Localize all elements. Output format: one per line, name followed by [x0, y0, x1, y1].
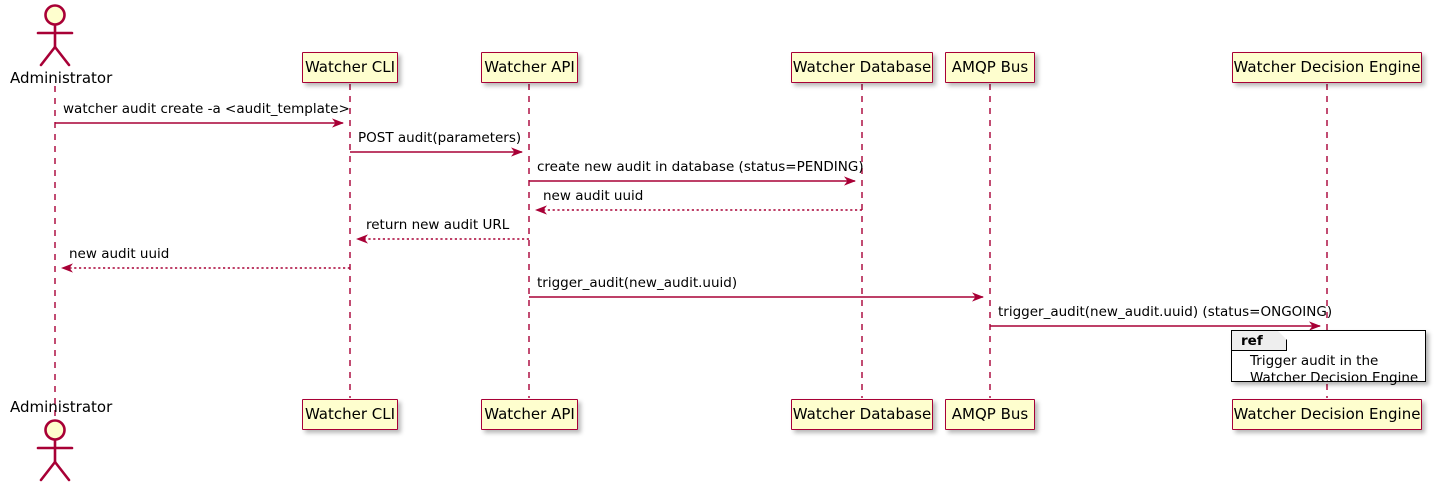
actor-administrator-top-glyph	[36, 4, 74, 67]
participant-watcher-api-top[interactable]: Watcher API	[481, 52, 578, 83]
participant-watcher-decision-engine-bottom[interactable]: Watcher Decision Engine	[1232, 399, 1422, 430]
message-label-6: new audit uuid	[69, 246, 170, 262]
lifelines	[54, 84, 1328, 424]
actor-label-administrator-bottom: Administrator	[10, 398, 113, 416]
participant-watcher-database-bottom[interactable]: Watcher Database	[791, 399, 933, 430]
message-arrows	[55, 118, 1321, 331]
message-label-2: POST audit(parameters)	[358, 130, 522, 146]
message-label-1: watcher audit create -a <audit_template>	[63, 101, 350, 117]
participant-amqp-bus-bottom[interactable]: AMQP Bus	[945, 399, 1035, 430]
participant-watcher-database-top[interactable]: Watcher Database	[791, 52, 933, 83]
participant-watcher-decision-engine-top[interactable]: Watcher Decision Engine	[1232, 52, 1422, 83]
participant-watcher-api-bottom[interactable]: Watcher API	[481, 399, 578, 430]
actor-label-administrator-top: Administrator	[10, 69, 113, 87]
participant-amqp-bus-top[interactable]: AMQP Bus	[945, 52, 1035, 83]
participant-watcher-cli-bottom[interactable]: Watcher CLI	[302, 399, 398, 430]
message-label-3: create new audit in database (status=PEN…	[537, 159, 864, 175]
participant-watcher-cli-top[interactable]: Watcher CLI	[302, 52, 398, 83]
message-label-8: trigger_audit(new_audit.uuid) (status=ON…	[998, 304, 1333, 320]
message-label-7: trigger_audit(new_audit.uuid)	[537, 275, 738, 291]
ref-fragment-line-2: Watcher Decision Engine	[1250, 370, 1419, 386]
message-label-4: new audit uuid	[543, 188, 644, 204]
ref-fragment-tab-label: ref	[1232, 331, 1287, 351]
ref-fragment-line-1: Trigger audit in the	[1250, 353, 1379, 369]
message-label-5: return new audit URL	[366, 217, 510, 233]
ref-fragment-box[interactable]: ref Trigger audit in the Watcher Decisio…	[1231, 330, 1426, 386]
actor-administrator-bottom-glyph	[36, 419, 74, 482]
